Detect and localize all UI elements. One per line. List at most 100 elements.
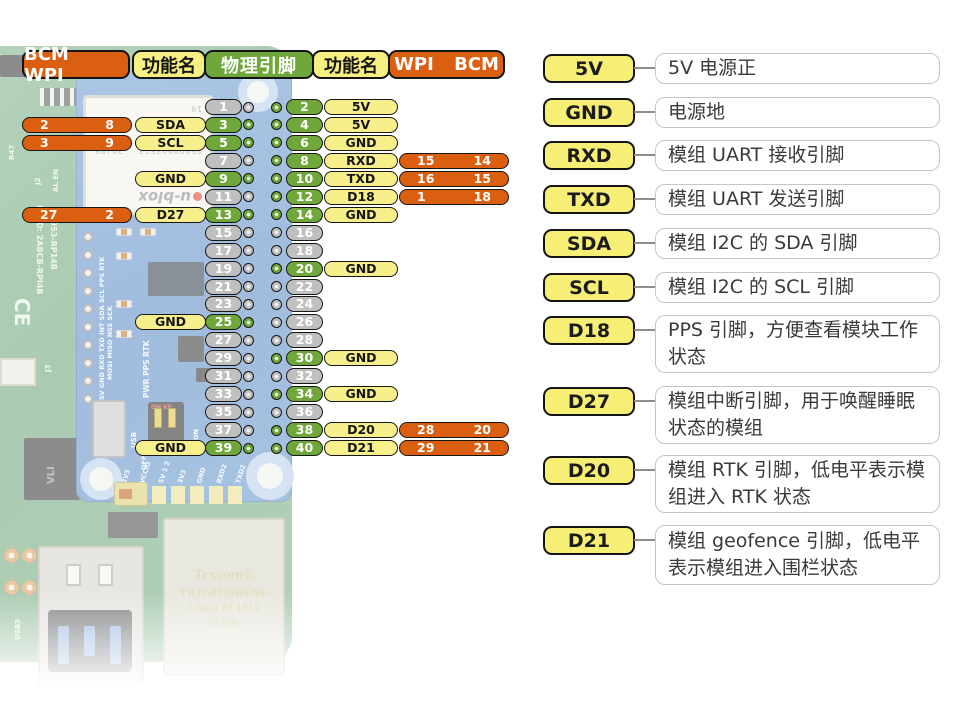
- legend-badge-d20: D20: [543, 456, 635, 485]
- via: [22, 580, 37, 595]
- pin-hole-16: [271, 227, 282, 239]
- pin-hole-7: [243, 155, 254, 167]
- pin-hole-8: [271, 155, 282, 167]
- pin-hole-20: [271, 263, 282, 275]
- legend-desc-scl: 模组 I2C 的 SCL 引脚: [655, 272, 940, 303]
- pin-number-1: 1: [205, 99, 242, 115]
- legend-desc-d27: 模组中断引脚，用于唤醒睡眠状态的模组: [655, 386, 940, 444]
- pin-40-function: D21: [324, 440, 398, 457]
- legend-connector-sda: [634, 242, 655, 245]
- pin-number-5: 5: [205, 134, 242, 151]
- pin-hole-12: [271, 191, 282, 203]
- pin-12-wpi: 1: [417, 188, 426, 204]
- pin-3-wpi: 8: [105, 116, 114, 132]
- legend-desc-txd: 模组 UART 发送引脚: [655, 184, 940, 215]
- pin-number-7: 7: [205, 152, 242, 169]
- legend-badge-rxd: RXD: [543, 141, 635, 170]
- pin-hole-40: [271, 442, 282, 454]
- legend-connector-d21: [634, 539, 655, 542]
- pin-number-35: 35: [205, 404, 242, 421]
- pin-hole-13: [243, 209, 254, 221]
- pin-number-28: 28: [286, 332, 323, 349]
- legend-desc-d18: PPS 引脚，方便查看模块工作状态: [655, 315, 940, 373]
- pin-number-6: 6: [286, 134, 323, 151]
- pin-39-function: GND: [135, 440, 206, 457]
- pin-3-bcm: 2: [40, 116, 49, 132]
- pin-hole-32: [271, 370, 282, 382]
- pin-number-31: 31: [205, 368, 242, 385]
- pin-38-function: D20: [324, 422, 398, 439]
- header-wpi-bcm-right: WPI BCM: [388, 50, 505, 79]
- pin-hole-22: [271, 281, 282, 292]
- pin-number-36: 36: [286, 404, 323, 421]
- header-bcm-wpi-left: BCM WPI: [22, 44, 130, 86]
- legend-badge-d27: D27: [543, 387, 635, 416]
- pin-13-wpi: 2: [105, 206, 114, 222]
- pin-hole-2: [271, 101, 282, 113]
- mounting-hole: [246, 452, 294, 500]
- pin-hole-9: [243, 173, 254, 185]
- pin-34-function: GND: [324, 386, 398, 403]
- pin-10-function: TXD: [324, 170, 398, 187]
- pin-number-30: 30: [286, 350, 323, 367]
- pin-hole-35: [243, 406, 254, 418]
- pin-number-16: 16: [286, 224, 323, 241]
- pin-10-wpi: 16: [417, 170, 435, 186]
- via: [22, 548, 37, 563]
- smd: [116, 300, 132, 308]
- pin-3-function: SDA: [135, 116, 206, 133]
- pin-40-bcm: 21: [473, 440, 491, 456]
- pin-8-bcm: 14: [473, 152, 491, 168]
- legend-desc-sda: 模组 I2C 的 SDA 引脚: [655, 228, 940, 259]
- pin-12-function: D18: [324, 188, 398, 205]
- via: [4, 548, 19, 563]
- pin-hole-11: [243, 191, 254, 203]
- legend-desc-rxd: 模组 UART 接收引脚: [655, 140, 940, 171]
- header-func-left: 功能名: [132, 50, 206, 79]
- legend-badge-txd: TXD: [543, 185, 635, 214]
- pin-9-function: GND: [135, 170, 206, 187]
- pin-hole-28: [271, 334, 282, 346]
- pin-hole-6: [271, 137, 282, 149]
- pin-number-32: 32: [286, 368, 323, 385]
- pin-number-40: 40: [286, 440, 323, 457]
- legend-connector-scl: [634, 286, 655, 289]
- pin-8-wpi: 15: [417, 152, 435, 168]
- pin-number-19: 19: [205, 260, 242, 277]
- ethernet-brand: Trxcom®: [193, 566, 255, 583]
- hat-left-header: [80, 228, 96, 410]
- photo-bottom-fade: [0, 592, 520, 720]
- pin-hole-1: [243, 101, 254, 113]
- pin-5-function: SCL: [135, 134, 206, 151]
- legend-badge-5v: 5V: [543, 54, 635, 83]
- pin-number-26: 26: [286, 314, 323, 331]
- smd: [116, 228, 132, 236]
- vli-chip: VLI: [24, 438, 80, 500]
- legend-connector-d18: [634, 329, 655, 332]
- pin-5-wpi: 9: [105, 134, 114, 150]
- pin-hole-18: [271, 245, 282, 257]
- pin-hole-25: [243, 316, 254, 328]
- pin-hole-23: [243, 298, 254, 310]
- pin-hole-5: [243, 137, 254, 149]
- pin-number-9: 9: [205, 170, 242, 187]
- pin-hole-39: [243, 442, 254, 454]
- legend-desc-d20: 模组 RTK 引脚，低电平表示模组进入 RTK 状态: [655, 455, 940, 513]
- pin-number-27: 27: [205, 332, 242, 349]
- pin-number-34: 34: [286, 386, 323, 403]
- pin-hole-31: [243, 370, 254, 382]
- pin-hole-10: [271, 173, 282, 185]
- header-func-right: 功能名: [312, 50, 390, 79]
- hat-jumper: [114, 482, 148, 506]
- pin-hole-14: [271, 209, 282, 221]
- pin-2-function: 5V: [324, 99, 398, 115]
- pi-diode: [108, 512, 158, 538]
